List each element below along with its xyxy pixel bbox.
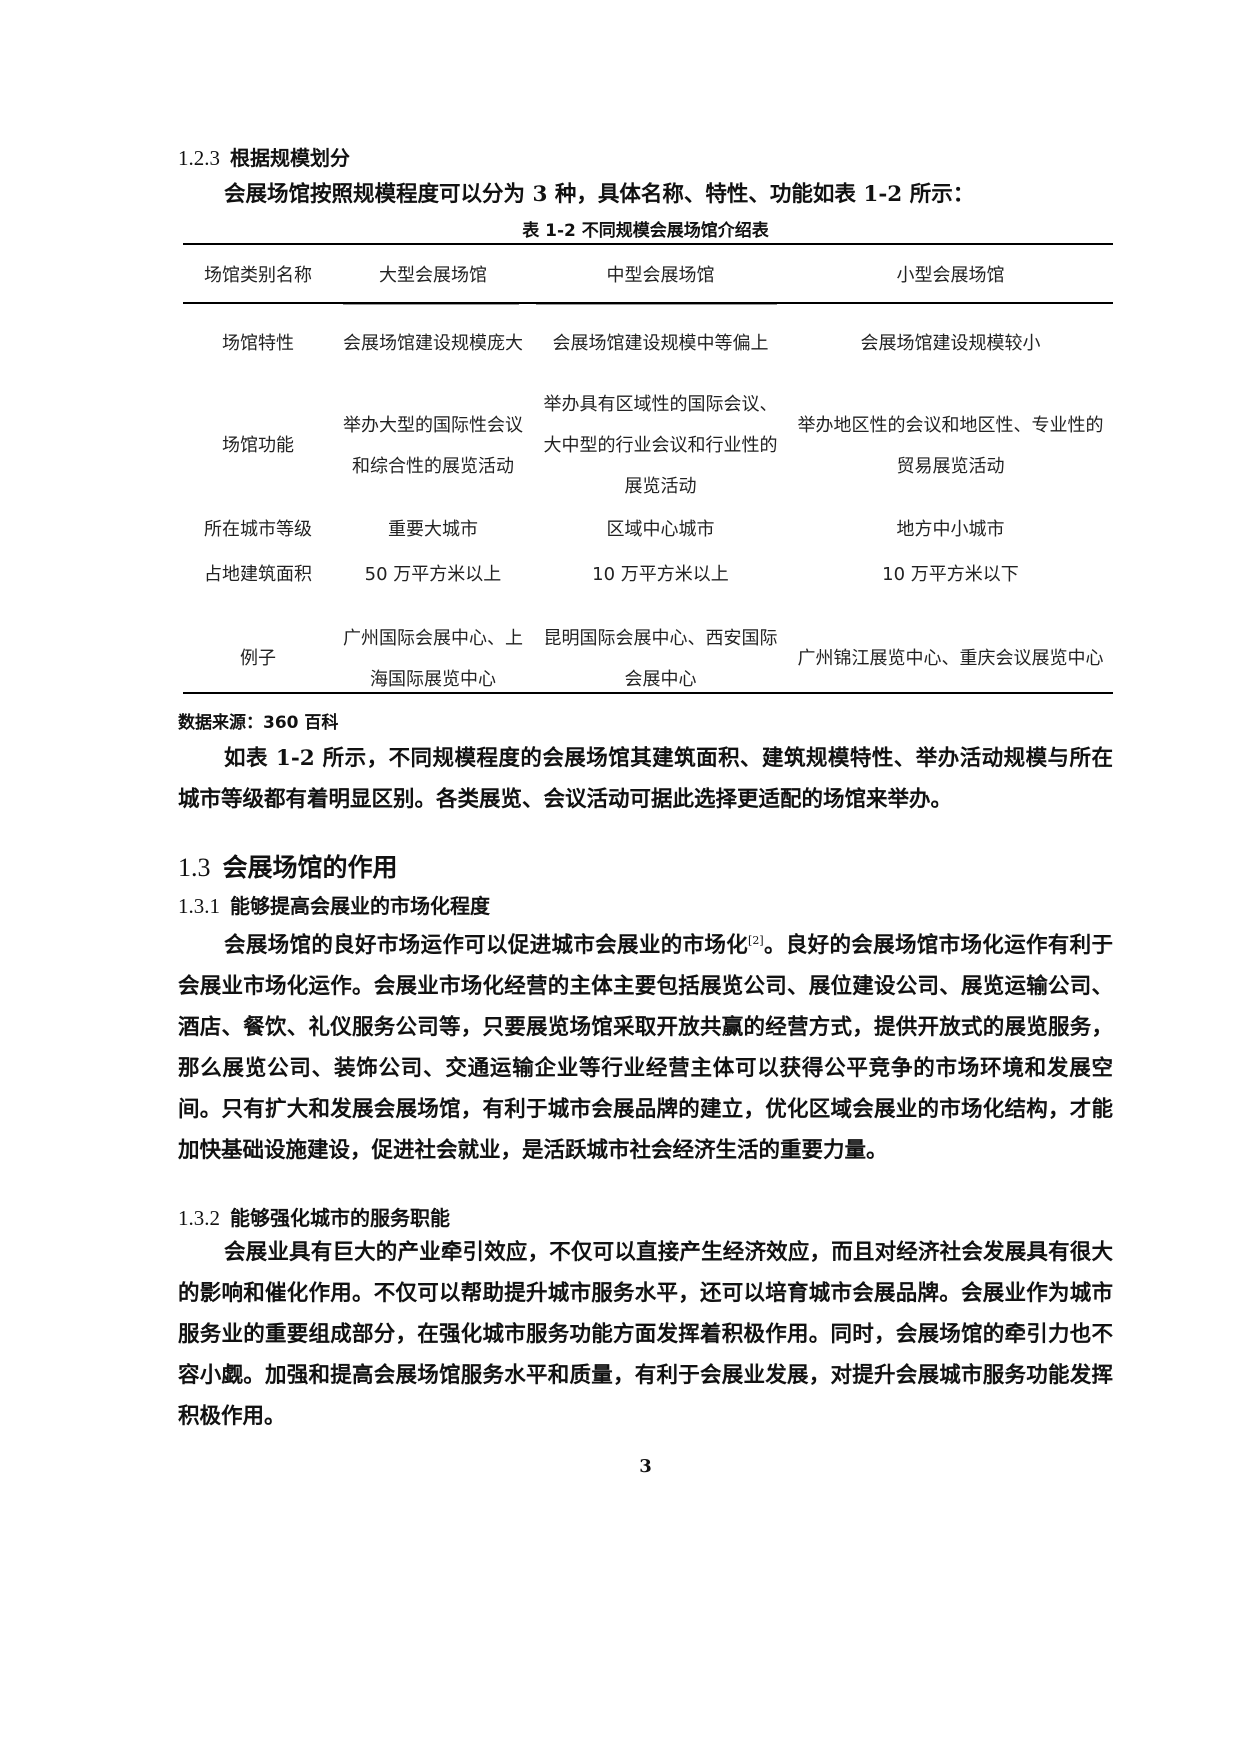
heading-title: 能够提高会展业的市场化程度 xyxy=(230,894,490,918)
table-header-row: 场馆类别名称 大型会展场馆 中型会展场馆 小型会展场馆 xyxy=(183,248,1113,302)
table-row: 例子 广州国际会展中心、上海国际展览中心 昆明国际会展中心、西安国际会展中心 广… xyxy=(183,597,1113,720)
row-label: 占地建筑面积 xyxy=(204,563,312,585)
cell-medium: 会展场馆建设规模中等偏上 xyxy=(552,332,769,354)
heading-number: 1.3.2 xyxy=(178,1206,220,1230)
row-label: 场馆功能 xyxy=(222,435,294,456)
citation-ref[interactable]: [2] xyxy=(748,934,764,947)
cell-large: 50 万平方米以上 xyxy=(364,563,502,585)
paragraph-1-3-2: 会展业具有巨大的产业牵引效应，不仅可以直接产生经济效应，而且对经济社会发展具有很… xyxy=(178,1240,1113,1429)
heading-title: 能够强化城市的服务职能 xyxy=(230,1206,450,1230)
cell-medium: 昆明国际会展中心、西安国际会展中心 xyxy=(543,627,778,690)
row-label: 场馆特性 xyxy=(222,332,294,354)
heading-number: 1.3 xyxy=(178,853,211,882)
heading-number: 1.2.3 xyxy=(178,146,220,170)
paragraph-1-3-1: 会展场馆的良好市场运作可以促进城市会展业的市场化[2]。良好的会展场馆市场化运作… xyxy=(178,920,1113,1171)
header-subrule-large xyxy=(343,304,519,305)
cell-small: 会展场馆建设规模较小 xyxy=(860,332,1041,354)
header-large: 大型会展场馆 xyxy=(379,264,487,286)
cell-large: 举办大型的国际性会议和综合性的展览活动 xyxy=(343,414,523,477)
table-row: 所在城市等级 重要大城市 区域中心城市 地方中小城市 xyxy=(183,507,1113,551)
paragraph-text: 会展场馆的良好市场运作可以促进城市会展业的市场化 xyxy=(224,933,749,959)
cell-large: 会展场馆建设规模庞大 xyxy=(343,332,523,354)
heading-number: 1.3.1 xyxy=(178,894,220,918)
heading-1-3-1: 1.3.1 能够提高会展业的市场化程度 xyxy=(178,890,490,919)
heading-1-3-2: 1.3.2 能够强化城市的服务职能 xyxy=(178,1202,450,1231)
row-label: 所在城市等级 xyxy=(204,518,312,540)
header-category: 场馆类别名称 xyxy=(204,264,312,286)
cell-medium: 10 万平方米以上 xyxy=(592,563,729,585)
header-subrule-medium xyxy=(536,304,777,305)
table-summary-paragraph: 如表 1-2 所示，不同规模程度的会展场馆其建筑面积、建筑规模特性、举办活动规模… xyxy=(178,746,1113,812)
table-row: 场馆特性 会展场馆建设规模庞大 会展场馆建设规模中等偏上 会展场馆建设规模较小 xyxy=(183,302,1113,384)
header-small: 小型会展场馆 xyxy=(896,264,1005,286)
cell-small: 10 万平方米以下 xyxy=(882,563,1019,585)
cell-large: 广州国际会展中心、上海国际展览中心 xyxy=(343,627,523,690)
venue-scale-table: 场馆类别名称 大型会展场馆 中型会展场馆 小型会展场馆 场馆特性 会展场馆建设规… xyxy=(183,248,1113,720)
cell-small: 举办地区性的会议和地区性、专业性的贸易展览活动 xyxy=(797,414,1104,477)
heading-title: 根据规模划分 xyxy=(230,146,350,170)
row-label: 例子 xyxy=(240,648,276,669)
cell-small: 地方中小城市 xyxy=(896,518,1005,540)
table-caption: 表 1-2 不同规模会展场馆介绍表 xyxy=(522,221,769,241)
cell-medium: 区域中心城市 xyxy=(606,518,715,540)
page-number: 3 xyxy=(639,1456,652,1477)
table-source: 数据来源：360 百科 xyxy=(178,713,339,733)
table-top-rule xyxy=(183,243,1113,245)
cell-large: 重要大城市 xyxy=(388,518,478,540)
table-row: 场馆功能 举办大型的国际性会议和综合性的展览活动 举办具有区域性的国际会议、大中… xyxy=(183,384,1113,507)
heading-1-3: 1.3 会展场馆的作用 xyxy=(178,848,398,884)
table-bottom-rule xyxy=(183,692,1113,694)
heading-1-2-3: 1.2.3 根据规模划分 xyxy=(178,142,350,171)
heading-title: 会展场馆的作用 xyxy=(222,853,398,882)
header-medium: 中型会展场馆 xyxy=(606,264,715,286)
intro-paragraph: 会展场馆按照规模程度可以分为 3 种，具体名称、特性、功能如表 1-2 所示： xyxy=(224,182,975,207)
table-header-rule xyxy=(183,302,1113,304)
table-row: 占地建筑面积 50 万平方米以上 10 万平方米以上 10 万平方米以下 xyxy=(183,551,1113,597)
paragraph-text: 。良好的会展场馆市场化运作有利于会展业市场化运作。会展业市场化经营的主体主要包括… xyxy=(178,933,1113,1164)
cell-small: 广州锦江展览中心、重庆会议展览中心 xyxy=(797,648,1104,669)
cell-medium: 举办具有区域性的国际会议、大中型的行业会议和行业性的展览活动 xyxy=(543,394,778,497)
